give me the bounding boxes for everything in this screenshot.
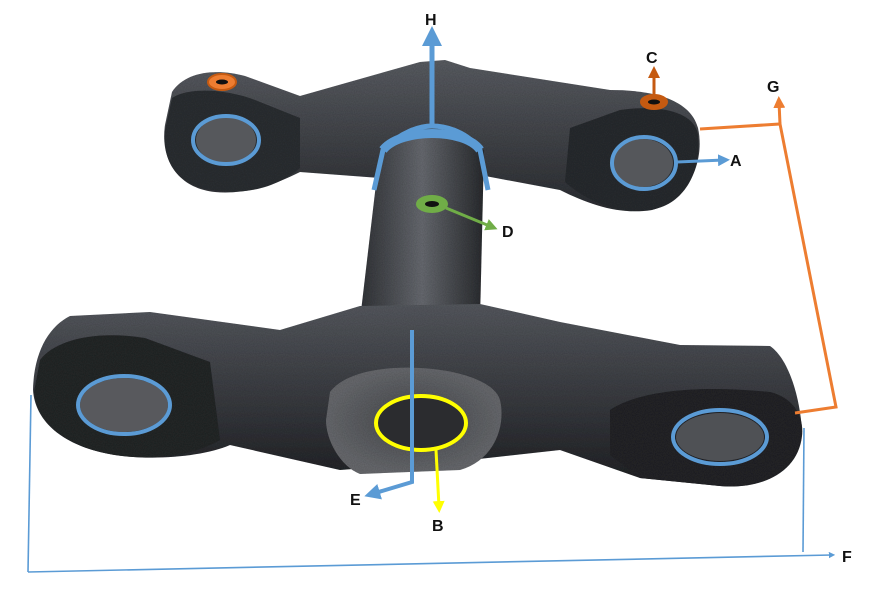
e-arrow <box>364 330 414 500</box>
label-a: A <box>730 153 742 170</box>
b-marker <box>374 394 468 452</box>
upper-right-hole <box>613 139 673 187</box>
marker-lower-right-hole <box>671 408 769 466</box>
g-bracket <box>699 122 838 415</box>
marker-lower-left-hole <box>76 374 172 436</box>
upper-left-orange-hole <box>216 79 228 85</box>
f-right-extension <box>802 427 805 553</box>
lower-left-hole <box>80 378 168 432</box>
arch-cap <box>379 129 484 154</box>
label-d: D <box>502 224 514 241</box>
blue-hole-markers <box>76 114 769 466</box>
upper-left-hole <box>196 117 256 163</box>
callout-labels: H C G A D E B F <box>350 12 852 566</box>
f-left-extension <box>27 394 32 573</box>
g-arrow <box>773 96 786 125</box>
label-e: E <box>350 492 361 509</box>
lower-right-hole <box>676 413 764 461</box>
label-h: H <box>425 12 437 29</box>
label-c: C <box>646 50 658 67</box>
marker-upper-left-hole <box>191 114 261 166</box>
marker-upper-right-hole <box>610 135 678 191</box>
center-bore <box>377 398 465 448</box>
hole-interiors <box>80 117 764 461</box>
d-arrow <box>445 206 498 231</box>
b-arrow <box>432 449 445 513</box>
a-arrow <box>676 154 730 167</box>
label-f: F <box>842 549 852 566</box>
center-column <box>360 136 484 320</box>
label-g: G <box>767 79 779 96</box>
f-dimension-line <box>27 551 836 573</box>
d-marker-hole <box>425 201 439 207</box>
c-marker-hole <box>648 99 660 105</box>
label-b: B <box>432 518 444 535</box>
